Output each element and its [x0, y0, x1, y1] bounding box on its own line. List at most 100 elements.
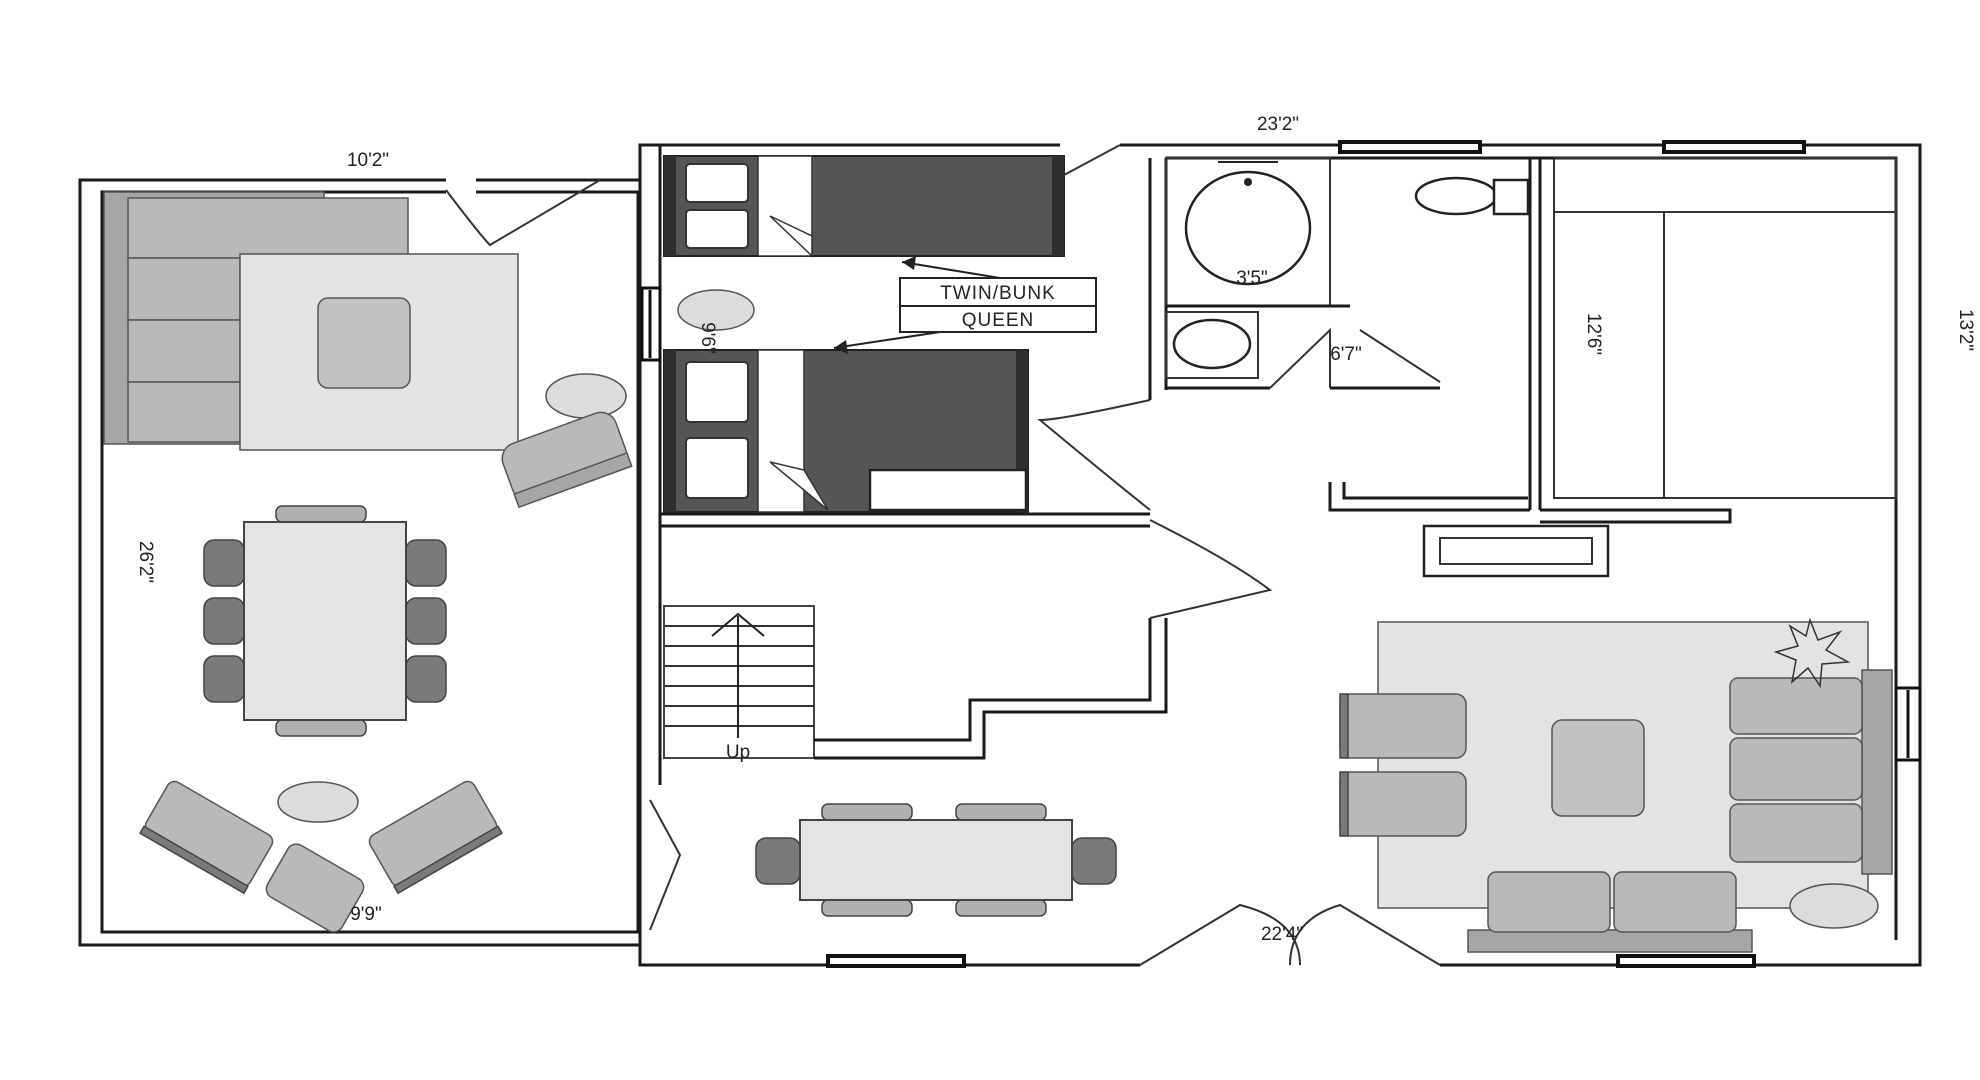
bath-door[interactable]: [1269, 327, 1331, 389]
dim-left-side: 26'2": [135, 541, 156, 583]
closet-rod-a: [1553, 211, 1665, 499]
dining-chair: [821, 899, 913, 917]
toilet-room-bottom-inner: [1342, 482, 1528, 500]
dining-chair: [955, 899, 1047, 917]
living-side-table: [1789, 883, 1879, 929]
twin-bunk-arrowhead: [902, 256, 916, 270]
sofa-back: [1861, 669, 1893, 875]
right-section: [1120, 140, 1922, 968]
left-room-door-swing[interactable]: [445, 179, 601, 247]
closet-bottom-wall: [1540, 508, 1732, 524]
lounge-side-table: [277, 781, 359, 823]
queen-arrow: [833, 331, 941, 349]
bathtub: [1184, 170, 1312, 286]
ottoman: [265, 843, 365, 933]
pillow: [685, 163, 749, 203]
dining-set-left: [203, 505, 447, 737]
dining-chair: [203, 539, 245, 587]
bath-window: [1338, 140, 1482, 154]
dining-chair: [405, 539, 447, 587]
bunk-room-door[interactable]: [1063, 144, 1121, 176]
sheet-fold: [769, 461, 829, 511]
sofa-seat-top: [127, 197, 409, 259]
lounge-chair-back: [393, 825, 503, 895]
middle-section: TWIN/BUNK QUEEN Up: [638, 143, 1273, 968]
dim-bath: 6'7": [1330, 344, 1362, 365]
dim-bottom-right: 22'4": [1261, 924, 1303, 945]
closet-rod-b: [1663, 211, 1897, 499]
plant-icon: [1773, 617, 1851, 689]
dining-chair: [275, 719, 367, 737]
staircase[interactable]: Up: [663, 605, 815, 763]
sofa-cushion: [1729, 737, 1863, 801]
entry-door[interactable]: [649, 799, 682, 931]
armchair-back: [1339, 771, 1349, 837]
nightstand: [677, 289, 755, 331]
armchair-back: [513, 452, 633, 509]
living-bottom-window: [1616, 954, 1756, 968]
bottom-window: [826, 954, 966, 968]
hall-door-swing[interactable]: [1149, 519, 1273, 619]
living-coffee-table: [1551, 719, 1645, 817]
twin-bunk-label: TWIN/BUNK: [940, 283, 1056, 304]
toilet-tank: [1492, 178, 1530, 216]
pillow: [685, 437, 749, 499]
middle-bottom-wall: [638, 945, 1140, 967]
dimension-labels: 10'2" 23'2" 13'2" 26'2" 9'9" 22'4" 9'6" …: [135, 114, 1976, 945]
front-door-left[interactable]: [1139, 903, 1301, 966]
sheet-fold: [769, 215, 813, 258]
faucet: [1244, 178, 1252, 186]
tv: [1439, 537, 1593, 565]
dim-bottom-left: 9'9": [350, 904, 382, 925]
armchair: [1339, 693, 1467, 759]
stair-label: Up: [726, 742, 750, 763]
dining-chair: [203, 597, 245, 645]
queen-arrowhead: [834, 340, 848, 354]
dim-right-side: 13'2": [1955, 309, 1976, 351]
dining-chair: [405, 597, 447, 645]
armchair-back: [1339, 693, 1349, 759]
dresser: [868, 468, 1028, 512]
dining-chair: [1071, 837, 1117, 885]
queen-bed: [663, 349, 1029, 513]
left-room: [78, 176, 642, 947]
toilet-bowl: [1414, 176, 1498, 216]
vanity: [1165, 311, 1259, 379]
bunk-bed-rail: [1052, 156, 1064, 256]
lounge-chair-back: [139, 825, 249, 895]
armchair: [1339, 771, 1467, 837]
queen-label-box: [899, 305, 1097, 333]
stair-wall: [814, 618, 1152, 742]
stair-wall-outer: [814, 618, 1168, 760]
dim-top-left: 10'2": [347, 150, 389, 171]
dining-chair: [405, 655, 447, 703]
side-table: [545, 373, 627, 419]
bed-sheet: [757, 349, 805, 513]
front-door-right[interactable]: [1289, 903, 1441, 966]
sofa-cushion: [127, 319, 241, 383]
dining-table: [799, 819, 1073, 901]
dining-chair: [203, 655, 245, 703]
sink: [1172, 318, 1252, 370]
sofa-cushion: [1613, 871, 1737, 933]
dining-chair: [755, 837, 801, 885]
toilet-door[interactable]: [1359, 329, 1441, 383]
twin-bunk-arrow: [901, 261, 1001, 279]
bedroom-door-swing[interactable]: [1037, 399, 1151, 511]
living-armchairs: [1339, 693, 1467, 837]
bunk-bed-rail: [664, 156, 676, 256]
pillow: [685, 361, 749, 423]
dim-bunk-room: 9'6": [697, 322, 718, 354]
dining-set-middle: [755, 803, 1117, 917]
sofa-cushion: [1487, 871, 1611, 933]
sofa-cushion: [1729, 803, 1863, 863]
pillow: [685, 209, 749, 249]
queen-bed-rail: [664, 350, 676, 512]
living-sofa-right: [1729, 669, 1893, 875]
lounge-set: [139, 780, 503, 933]
armchair: [501, 411, 633, 509]
left-room-door-gap: [446, 176, 476, 198]
stair-arrowhead: [711, 612, 765, 637]
toilet-room-bottom: [1328, 482, 1530, 512]
